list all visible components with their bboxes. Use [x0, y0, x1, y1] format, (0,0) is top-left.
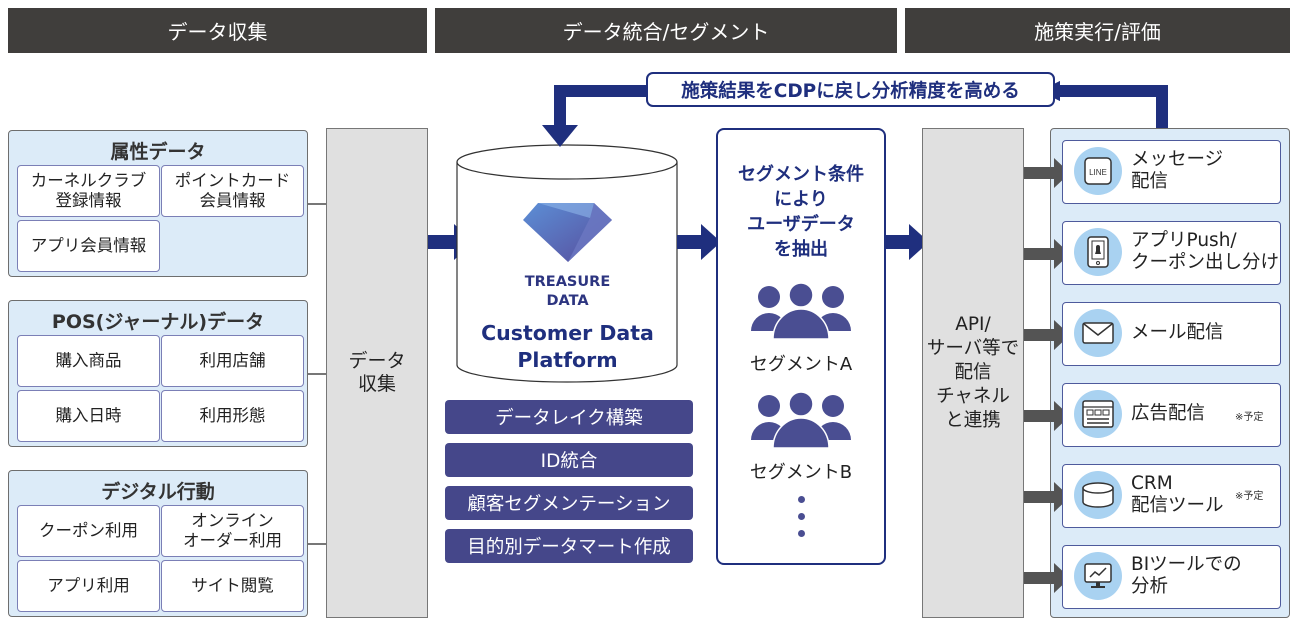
source-item: オンライン オーダー利用 — [161, 505, 304, 557]
arrow-right-icon — [1024, 158, 1070, 188]
planned-note: ※予定 — [1235, 412, 1264, 423]
source-item: アプリ利用 — [17, 560, 160, 612]
arrow-right-icon — [1024, 401, 1070, 431]
channel-arrows — [1024, 158, 1070, 593]
channel-panel — [1050, 128, 1290, 618]
segment-title: セグメント条件 により ユーザデータ を抽出 — [738, 164, 864, 260]
channel-card-ads: 広告配信 ※予定 — [1062, 383, 1281, 447]
source-group-attribute: 属性データ カーネルクラブ 登録情報 ポイントカード 会員情報 アプリ会員情報 — [8, 130, 308, 277]
group-title: デジタル行動 — [101, 481, 215, 503]
logo-text-line: DATA — [546, 293, 589, 309]
arrow-right-icon — [885, 224, 929, 260]
channel-label: メール配信 — [1131, 322, 1224, 343]
channel-card-mail: メール配信 — [1062, 302, 1281, 366]
ellipsis-dot — [798, 530, 805, 537]
line-icon: LINE — [1074, 147, 1122, 195]
connector-line — [308, 373, 326, 375]
source-item: クーポン利用 — [17, 505, 160, 557]
svg-text:LINE: LINE — [1089, 168, 1107, 177]
channel-card-bi: BIツールでの 分析 — [1062, 545, 1281, 609]
source-item: 利用形態 — [161, 390, 304, 442]
source-item: アプリ会員情報 — [17, 220, 160, 272]
database-icon — [1074, 471, 1122, 519]
users-group-icon — [751, 283, 851, 340]
channel-label: メッセージ 配信 — [1131, 149, 1224, 192]
channel-label: 広告配信 — [1131, 403, 1206, 424]
cdp-logo-text: TREASURE DATA — [495, 273, 640, 311]
planned-note: ※予定 — [1235, 491, 1264, 502]
arrow-right-icon — [1024, 239, 1070, 269]
cdp-cylinder — [456, 144, 678, 383]
tablet-bell-icon — [1074, 228, 1122, 276]
cdp-name-line: Customer Data — [481, 321, 654, 345]
cdp-function-pill: 顧客セグメンテーション — [445, 486, 693, 520]
connector-line — [308, 203, 326, 205]
arrow-right-icon — [1024, 563, 1070, 593]
source-item: 利用店舗 — [161, 335, 304, 387]
source-item: カーネルクラブ 登録情報 — [17, 165, 160, 217]
source-group-digital: デジタル行動 クーポン利用 オンライン オーダー利用 アプリ利用 サイト閲覧 — [8, 470, 308, 617]
cdp-name-line: Platform — [517, 348, 618, 372]
phase-header-execute: 施策実行/評価 — [905, 8, 1290, 53]
cdp-function-pill: データレイク構築 — [445, 400, 693, 434]
cdp-function-pill: 目的別データマート作成 — [445, 529, 693, 563]
mail-icon — [1074, 309, 1122, 357]
group-title: 属性データ — [110, 141, 206, 163]
api-panel: API/ サーバ等で 配信 チャネル と連携 — [922, 128, 1024, 618]
monitor-chart-icon — [1074, 552, 1122, 600]
connector-line — [308, 543, 326, 545]
source-item: サイト閲覧 — [161, 560, 304, 612]
source-item: ポイントカード 会員情報 — [161, 165, 304, 217]
ellipsis-dot — [798, 496, 805, 503]
source-item: 購入商品 — [17, 335, 160, 387]
ellipsis-dot — [798, 513, 805, 520]
source-group-pos: POS(ジャーナル)データ 購入商品 利用店舗 購入日時 利用形態 — [8, 300, 308, 447]
cdp-function-pill: ID統合 — [445, 443, 693, 477]
channel-card-app-push: アプリPush/ クーポン出し分け — [1062, 221, 1281, 285]
data-collect-panel: データ 収集 — [326, 128, 428, 618]
web-ad-icon — [1074, 390, 1122, 438]
logo-text-line: TREASURE — [524, 274, 611, 290]
treasure-data-logo-icon — [523, 203, 612, 262]
phase-header-integrate: データ統合/セグメント — [435, 8, 897, 53]
segment-panel: セグメント条件 により ユーザデータ を抽出 セグメントA セグメントB — [716, 128, 886, 565]
feedback-label: 施策結果をCDPに戻し分析精度を高める — [646, 72, 1055, 107]
arrow-right-icon — [1024, 320, 1070, 350]
channel-card-message: LINE メッセージ 配信 — [1062, 140, 1281, 204]
segment-label: セグメントB — [749, 462, 853, 483]
channel-label: BIツールでの 分析 — [1131, 554, 1242, 597]
arrow-right-icon — [1024, 482, 1070, 512]
group-title: POS(ジャーナル)データ — [51, 311, 265, 333]
users-group-icon — [751, 392, 851, 449]
cdp-name: Customer Data Platform — [460, 320, 675, 374]
segment-label: セグメントA — [749, 354, 853, 375]
phase-header-collect: データ収集 — [8, 8, 427, 53]
channel-label: CRM 配信ツール — [1131, 473, 1224, 516]
channel-card-crm: CRM 配信ツール ※予定 — [1062, 464, 1281, 528]
arrow-right-icon — [677, 224, 721, 260]
source-item: 購入日時 — [17, 390, 160, 442]
channel-label: アプリPush/ クーポン出し分け — [1131, 230, 1280, 273]
